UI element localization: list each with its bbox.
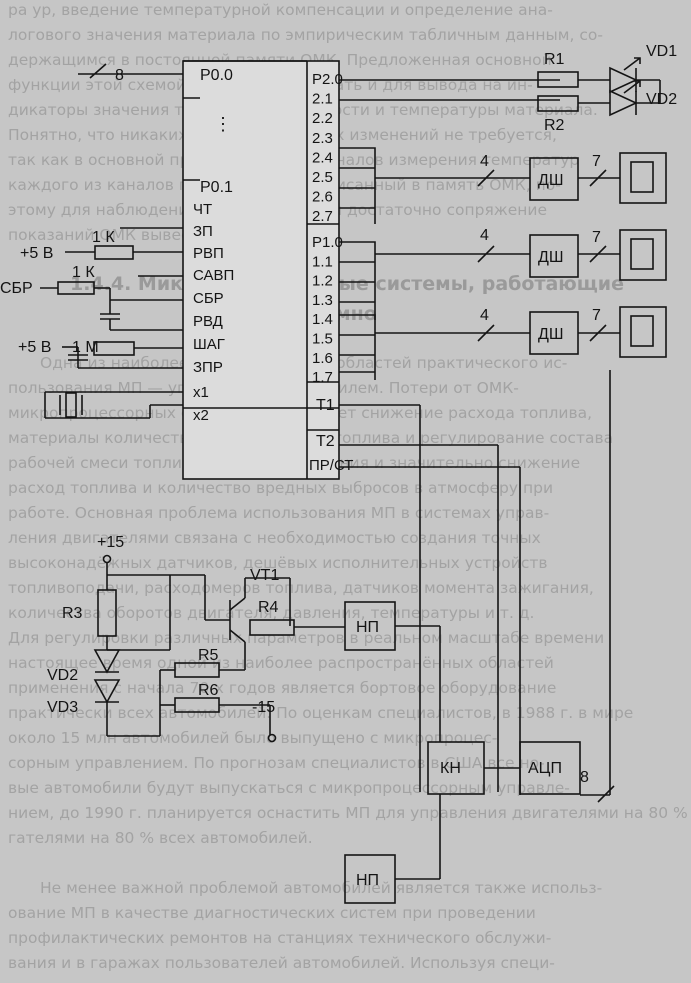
led-vd1 xyxy=(609,66,638,94)
analog-switch-label: КН xyxy=(440,760,461,777)
led-vd2 xyxy=(609,89,638,117)
resistor-r4 xyxy=(249,619,295,636)
port0-last-label: P0.1 xyxy=(200,179,233,196)
resistor-r1-label: R1 xyxy=(544,51,565,68)
decoder-2 xyxy=(529,234,579,278)
port0-dots: ⋮ xyxy=(214,114,232,134)
left-pin-label: ЧТ xyxy=(193,201,212,218)
p1-pin-label: 1.2 xyxy=(312,273,333,290)
resistor-r3 xyxy=(97,589,117,637)
digit1-seg-width: 7 xyxy=(592,153,601,170)
vee-label: -15 xyxy=(252,699,275,716)
p2-pin-label: 2.7 xyxy=(312,208,333,225)
left-pin-label: САВП xyxy=(193,267,234,284)
timer-pin-label: T2 xyxy=(316,433,335,450)
resistor-r5 xyxy=(174,662,220,678)
resistor-1k-b-label: 1 К xyxy=(72,264,95,281)
p1-pin-label: 1.1 xyxy=(312,253,333,270)
digit2-bus-width: 4 xyxy=(480,227,489,244)
left-pin-label: РВП xyxy=(193,245,224,262)
resistor-1k-a xyxy=(94,245,134,260)
p2-pin-label: 2.5 xyxy=(312,169,333,186)
left-pin-label: РВД xyxy=(193,313,223,330)
diode-vd3 xyxy=(93,679,121,704)
p1-pin-label: 1.4 xyxy=(312,311,333,328)
resistor-1k-b xyxy=(57,281,95,295)
timer-pin-label: ПР/СТ xyxy=(309,457,353,474)
decoder-2-label: ДШ xyxy=(538,249,564,266)
diode-vd2-label: VD2 xyxy=(47,667,78,684)
digit3-bus-width: 4 xyxy=(480,307,489,324)
timer-pin-label: T1 xyxy=(316,397,335,414)
p1-pin-label: 1.7 xyxy=(312,369,333,386)
resistor-r2 xyxy=(537,95,579,112)
left-pin-label: ЗП xyxy=(193,223,213,240)
diode-vd2 xyxy=(93,649,121,674)
p1-pin-label: 1.3 xyxy=(312,292,333,309)
left-pin-label: x2 xyxy=(193,407,209,424)
resistor-r4-label: R4 xyxy=(258,599,279,616)
left-pin-label: ШАГ xyxy=(193,336,225,353)
microcontroller-body xyxy=(182,60,340,480)
adc-bus-width: 8 xyxy=(580,769,589,786)
resistor-1m-label: 1 М xyxy=(72,339,99,356)
p2-pin-label: P2.0 xyxy=(312,71,343,88)
port0-label: P0.0 xyxy=(200,67,233,84)
p2-pin-label: 2.1 xyxy=(312,91,333,108)
port0-bus-width: 8 xyxy=(115,67,124,84)
p2-pin-label: 2.2 xyxy=(312,110,333,127)
vcc-label: +15 xyxy=(97,534,124,551)
led-vd2-label: VD2 xyxy=(646,91,677,108)
transistor-vt1-label: VT1 xyxy=(250,567,279,584)
resistor-r2-label: R2 xyxy=(544,117,565,134)
adc xyxy=(519,741,581,795)
p1-pin-labels: P1.0 1.1 1.2 1.3 1.4 1.5 1.6 1.7 xyxy=(312,234,343,386)
plus5-top-label: +5 В xyxy=(20,245,53,262)
left-pin-labels: ЧТ ЗП РВП САВП СБР РВД ШАГ ЗПР x1 x2 xyxy=(193,201,234,424)
left-pin-label: ЗПР xyxy=(193,359,223,376)
left-pin-label: СБР xyxy=(193,290,224,307)
digit2-seg-width: 7 xyxy=(592,229,601,246)
resistor-r5-label: R5 xyxy=(198,647,219,664)
led-vd1-label: VD1 xyxy=(646,43,677,60)
resistor-r3-label: R3 xyxy=(62,605,83,622)
p1-pin-label: 1.6 xyxy=(312,350,333,367)
p2-pin-labels: P2.0 2.1 2.2 2.3 2.4 2.5 2.6 2.7 xyxy=(312,71,343,225)
display-2 xyxy=(619,229,667,281)
resistor-r6 xyxy=(174,697,220,713)
display-3 xyxy=(619,306,667,358)
reset-label: СБР xyxy=(0,280,33,297)
resistor-r6-label: R6 xyxy=(198,682,219,699)
p2-pin-label: 2.3 xyxy=(312,130,333,147)
decoder-3-label: ДШ xyxy=(538,326,564,343)
decoder-1 xyxy=(529,157,579,201)
normalizing-amp-2-label: НП xyxy=(356,872,379,889)
display-1 xyxy=(619,152,667,204)
p2-pin-label: 2.4 xyxy=(312,149,333,166)
plus5-bottom-label: +5 В xyxy=(18,339,51,356)
p2-pin-label: 2.6 xyxy=(312,189,333,206)
normalizing-amp-1-label: НП xyxy=(356,619,379,636)
decoder-1-label: ДШ xyxy=(538,172,564,189)
left-pin-label: x1 xyxy=(193,384,209,401)
p1-pin-label: 1.5 xyxy=(312,331,333,348)
diode-vd3-label: VD3 xyxy=(47,699,78,716)
resistor-1m xyxy=(93,341,135,356)
digit3-seg-width: 7 xyxy=(592,307,601,324)
resistor-1k-a-label: 1 К xyxy=(92,229,115,246)
quartz-crystal xyxy=(65,392,77,418)
adc-label: АЦП xyxy=(528,760,562,777)
digit1-bus-width: 4 xyxy=(480,153,489,170)
p1-pin-label: P1.0 xyxy=(312,234,343,251)
